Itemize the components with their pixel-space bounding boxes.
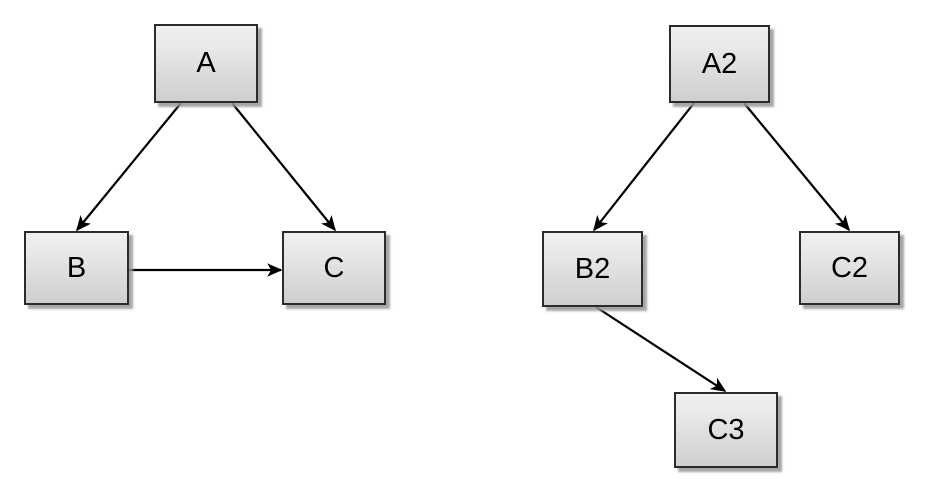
node-label: C <box>323 251 345 284</box>
node-b[interactable]: B <box>24 231 129 305</box>
node-a2[interactable]: A2 <box>669 25 770 103</box>
node-label: C3 <box>707 413 745 446</box>
edge-a-to-c[interactable] <box>231 102 336 232</box>
node-c3[interactable]: C3 <box>674 392 778 468</box>
edge-a2-to-b2[interactable] <box>593 102 695 232</box>
node-c2[interactable]: C2 <box>799 231 900 305</box>
edge-b2-to-c3[interactable] <box>595 306 727 392</box>
node-b2[interactable]: B2 <box>542 231 643 307</box>
edges-group <box>76 102 850 392</box>
node-label: A2 <box>701 47 738 80</box>
edge-a2-to-c2[interactable] <box>743 102 850 232</box>
node-c[interactable]: C <box>282 231 386 305</box>
node-label: B <box>66 251 87 284</box>
node-label: B2 <box>574 252 611 285</box>
edge-a-to-b[interactable] <box>76 102 182 232</box>
node-a[interactable]: A <box>154 24 258 103</box>
node-label: C2 <box>830 251 869 284</box>
node-label: A <box>196 47 216 79</box>
